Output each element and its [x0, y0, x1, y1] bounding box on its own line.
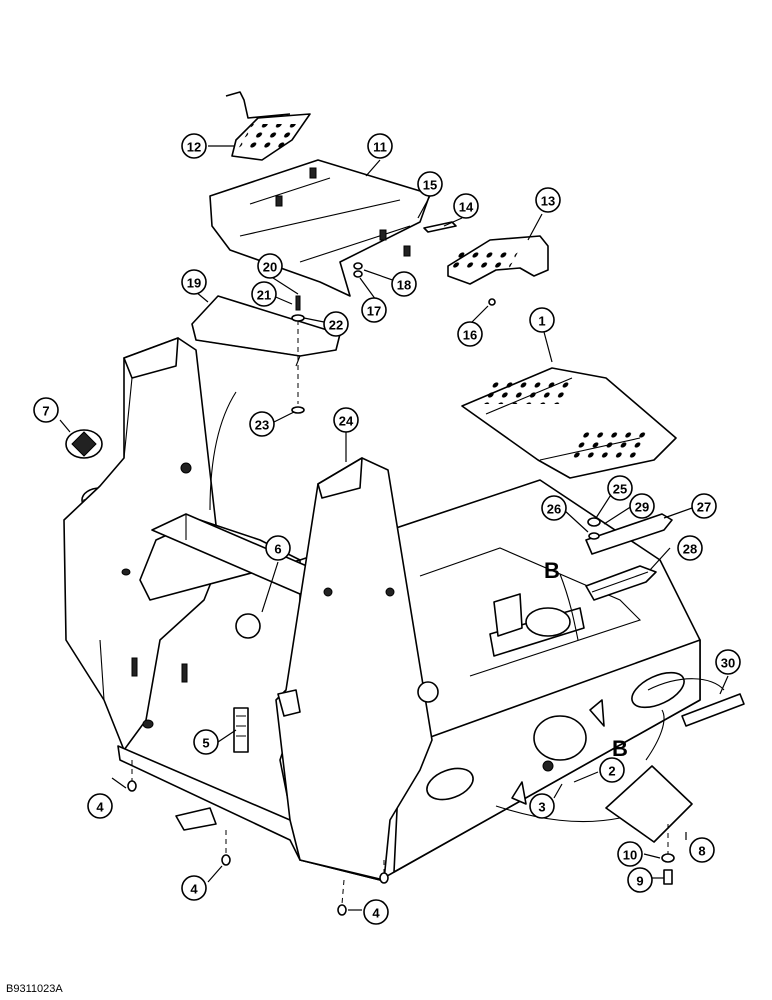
- svg-text:15: 15: [423, 178, 437, 193]
- callout-16: 16: [457, 321, 483, 347]
- svg-text:20: 20: [263, 260, 277, 275]
- svg-text:30: 30: [721, 656, 735, 671]
- callout-23: 23: [249, 411, 275, 437]
- svg-text:23: 23: [255, 418, 269, 433]
- callout-17: 17: [361, 297, 387, 323]
- svg-text:6: 6: [274, 542, 281, 557]
- svg-text:27: 27: [697, 500, 711, 515]
- callout-8: 8: [689, 837, 715, 863]
- callout-3: 3: [529, 793, 555, 819]
- callout-24: 24: [333, 407, 359, 433]
- svg-text:8: 8: [698, 844, 705, 859]
- callout-5: 5: [193, 729, 219, 755]
- reference-arrows: [209, 391, 725, 823]
- svg-text:16: 16: [463, 328, 477, 343]
- callout-21: 21: [251, 281, 277, 307]
- callout-12: 12: [181, 133, 207, 159]
- access-plate: [605, 765, 693, 885]
- side-plate: [681, 693, 745, 727]
- callout-7: 7: [33, 397, 59, 423]
- svg-text:12: 12: [187, 140, 201, 155]
- leader-lines: [59, 145, 729, 911]
- svg-text:28: 28: [683, 542, 697, 557]
- svg-text:4: 4: [190, 882, 198, 897]
- callout-15: 15: [417, 171, 443, 197]
- callout-22: 22: [323, 311, 349, 337]
- cover-plate: [191, 295, 341, 414]
- callout-9: 9: [627, 867, 653, 893]
- callout-11: 11: [367, 133, 393, 159]
- svg-text:26: 26: [547, 502, 561, 517]
- svg-text:14: 14: [459, 200, 474, 215]
- svg-text:4: 4: [96, 800, 104, 815]
- callout-2: 2: [599, 757, 625, 783]
- svg-text:3: 3: [538, 800, 545, 815]
- callout-27: 27: [691, 493, 717, 519]
- step-right: [423, 221, 549, 285]
- svg-text:1: 1: [538, 314, 545, 329]
- callout-1: 1: [529, 307, 555, 333]
- svg-text:2: 2: [608, 764, 615, 779]
- svg-text:19: 19: [187, 276, 201, 291]
- step-left: [225, 91, 311, 161]
- svg-text:4: 4: [372, 906, 380, 921]
- callout-14: 14: [453, 193, 479, 219]
- floor-mat: [461, 367, 677, 479]
- fastener-lines: [127, 262, 496, 916]
- callout-28: 28: [677, 535, 703, 561]
- callout-25: 25: [607, 475, 633, 501]
- view-marker-b-upper: B: [544, 558, 560, 583]
- svg-text:10: 10: [623, 848, 637, 863]
- svg-text:5: 5: [202, 736, 209, 751]
- latch: [233, 707, 249, 753]
- left-upright: [63, 337, 221, 751]
- svg-text:24: 24: [339, 414, 354, 429]
- svg-text:17: 17: [367, 304, 381, 319]
- callout-20: 20: [257, 253, 283, 279]
- figure-code: B9311023A: [6, 983, 63, 995]
- callout-13: 13: [535, 187, 561, 213]
- view-marker-b-lower: B: [612, 736, 628, 761]
- svg-text:11: 11: [373, 140, 387, 155]
- callout-4c: 4: [363, 899, 389, 925]
- svg-text:29: 29: [635, 500, 649, 515]
- strap-and-belt: [585, 513, 673, 601]
- svg-text:7: 7: [42, 404, 49, 419]
- callout-26: 26: [541, 495, 567, 521]
- right-upright: [235, 457, 439, 881]
- callout-30: 30: [715, 649, 741, 675]
- svg-text:9: 9: [636, 874, 643, 889]
- svg-text:18: 18: [397, 278, 411, 293]
- callout-29: 29: [629, 493, 655, 519]
- svg-text:21: 21: [257, 288, 271, 303]
- callout-6: 6: [265, 535, 291, 561]
- svg-text:25: 25: [613, 482, 627, 497]
- callout-10: 10: [617, 841, 643, 867]
- svg-text:13: 13: [541, 194, 555, 209]
- svg-text:22: 22: [329, 318, 343, 333]
- callout-4a: 4: [87, 793, 113, 819]
- callout-4b: 4: [181, 875, 207, 901]
- callout-18: 18: [391, 271, 417, 297]
- callout-19: 19: [181, 269, 207, 295]
